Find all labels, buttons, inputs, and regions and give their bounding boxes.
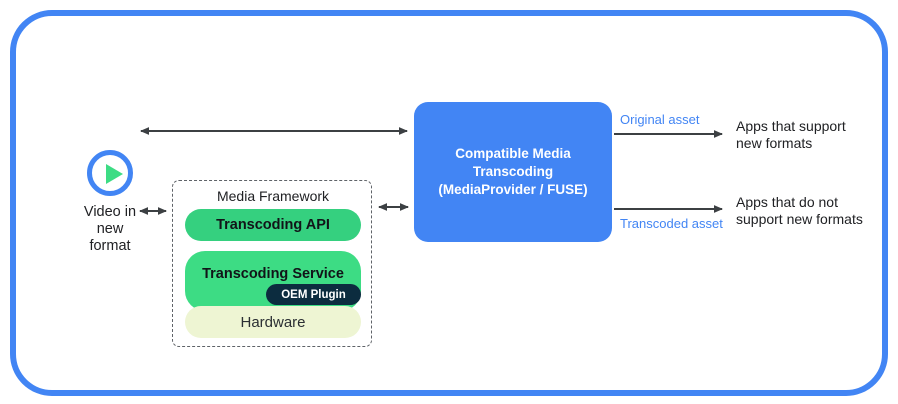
transcoded-asset-label: Transcoded asset (620, 216, 723, 231)
hardware-block: Hardware (185, 306, 361, 338)
transcoding-api-label: Transcoding API (216, 217, 330, 233)
oem-plugin-badge: OEM Plugin (266, 284, 361, 305)
play-triangle-icon (106, 164, 123, 184)
apps-support-new-formats-label: Apps that support new formats (736, 118, 846, 151)
play-circle-icon (87, 150, 133, 196)
transcoding-service-label: Transcoding Service (202, 266, 344, 282)
original-asset-label: Original asset (620, 112, 700, 127)
media-framework-title: Media Framework (216, 188, 330, 204)
outer-frame-border (10, 10, 888, 396)
transcoding-api-block: Transcoding API (185, 209, 361, 241)
apps-no-support-new-formats-label: Apps that do not support new formats (736, 194, 863, 227)
video-source-node: Video in new format (52, 150, 168, 255)
compatible-media-transcoding-block: Compatible Media Transcoding (MediaProvi… (414, 102, 612, 242)
oem-plugin-label: OEM Plugin (281, 288, 346, 301)
hardware-label: Hardware (240, 313, 306, 331)
compatible-media-transcoding-label: Compatible Media Transcoding (MediaProvi… (438, 146, 588, 197)
video-source-label: Video in new format (83, 204, 137, 254)
media-framework-group: Media Framework Transcoding API Transcod… (172, 180, 372, 347)
